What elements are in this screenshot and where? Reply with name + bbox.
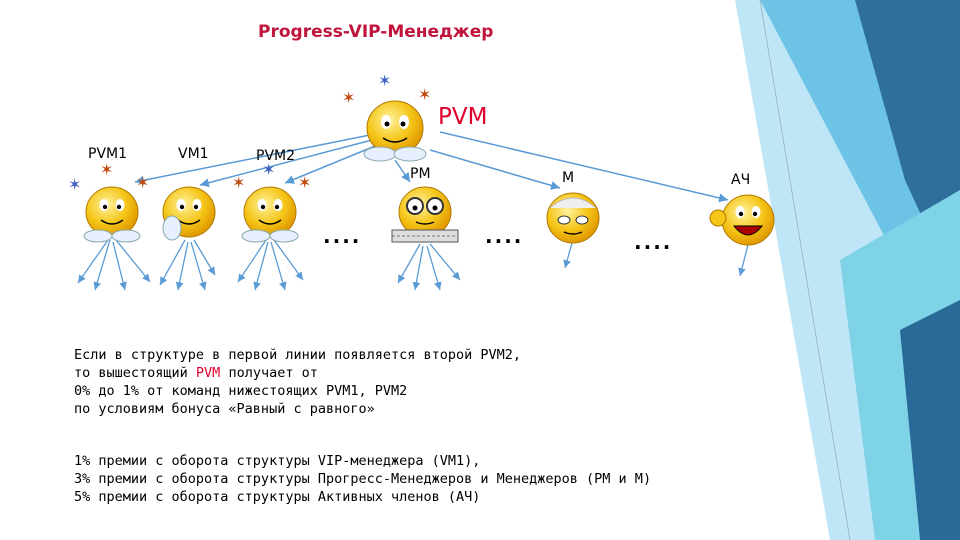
node-label-m: M xyxy=(562,170,575,186)
paragraph2-line1: 1% премии с оборота структуры VIP-менедж… xyxy=(74,453,481,469)
ellipsis-2: .... xyxy=(485,224,524,248)
m-smiley-icon xyxy=(546,192,600,244)
page-title: Progress-VIP-Менеджер xyxy=(258,22,494,42)
facet-deep xyxy=(900,300,960,540)
paragraph1-line2-prefix: то вышестоящий xyxy=(74,365,196,381)
svg-text:✶: ✶ xyxy=(232,173,245,192)
svg-text:✶: ✶ xyxy=(262,160,275,179)
node-label-ach: АЧ xyxy=(731,172,751,188)
paragraph2-line2: 3% премии с оборота структуры Прогресс-М… xyxy=(74,471,652,487)
butterfly-icons: ✶ ✶ ✶ ✶ ✶ ✶ ✶ ✶ ✶ xyxy=(68,71,431,194)
paragraph2-line3: 5% премии с оборота структуры Активных ч… xyxy=(74,489,481,505)
vm1-smiley-icon xyxy=(162,186,216,241)
pm-smiley-icon xyxy=(391,186,459,243)
facet-line xyxy=(759,0,851,540)
ach-smiley-icon xyxy=(709,194,775,246)
node-label-pvm1: PVM1 xyxy=(88,146,128,162)
paragraph1-line2: то вышестоящий PVM получает от xyxy=(74,364,318,382)
svg-text:✶: ✶ xyxy=(136,173,149,192)
pvm-top-smiley-icon xyxy=(363,100,427,162)
pvm-top-label: PVM xyxy=(438,104,488,130)
fan-arrows xyxy=(77,239,749,291)
svg-text:✶: ✶ xyxy=(378,71,391,90)
ellipsis-3: .... xyxy=(634,230,673,254)
node-label-pvm2: PVM2 xyxy=(256,148,296,164)
svg-text:✶: ✶ xyxy=(342,88,355,107)
paragraph1-line3: 0% до 1% от команд нижестоящих PVM1, PVM… xyxy=(74,383,408,399)
paragraph1-line1: Если в структуре в первой линии появляет… xyxy=(74,347,522,363)
pvm2-smiley-icon xyxy=(241,186,299,243)
node-label-vm1: VM1 xyxy=(178,146,209,162)
node-label-pm: PM xyxy=(410,166,431,182)
ellipsis-1: .... xyxy=(323,224,362,248)
top-arrows xyxy=(134,131,729,203)
paragraph1-line2-suffix: получает от xyxy=(220,365,318,381)
paragraph1-line4: по условиям бонуса «Равный с равного» xyxy=(74,401,375,417)
svg-text:✶: ✶ xyxy=(418,85,431,104)
paragraph1-pvm-highlight: PVM xyxy=(195,365,221,381)
pvm1-smiley-icon xyxy=(83,186,141,243)
svg-text:✶: ✶ xyxy=(100,160,113,179)
svg-text:✶: ✶ xyxy=(68,175,81,194)
svg-text:✶: ✶ xyxy=(298,173,311,192)
